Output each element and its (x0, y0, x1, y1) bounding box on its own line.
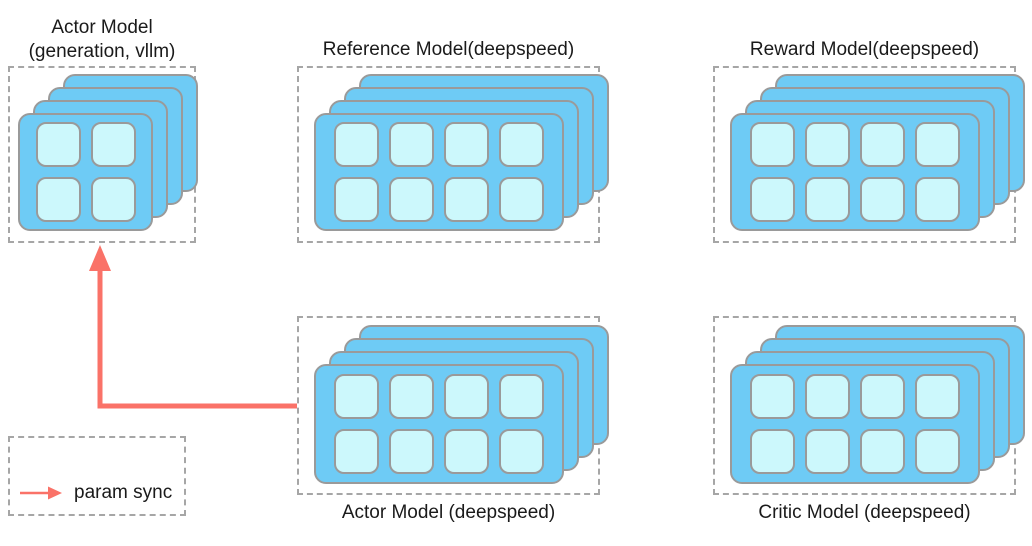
card-cell (35, 122, 81, 167)
card-layer-1 (730, 364, 980, 484)
group-label-reward-model: Reward Model(deepspeed) (750, 38, 979, 62)
card-cell (389, 374, 434, 419)
param-sync-arrow-line (97, 262, 297, 409)
card-cell (499, 177, 544, 222)
card-cell (750, 177, 795, 222)
card-cell (915, 374, 960, 419)
card-cell (35, 177, 81, 222)
card-cell (805, 177, 850, 222)
card-cell (805, 429, 850, 474)
card-cell (444, 122, 489, 167)
card-stack (18, 74, 198, 234)
card-stack (730, 325, 1025, 486)
card-cell (389, 429, 434, 474)
card-cell (860, 177, 905, 222)
card-cell (444, 429, 489, 474)
card-stack (314, 74, 609, 234)
legend-box: param sync (8, 436, 186, 516)
group-label-reference-model: Reference Model(deepspeed) (323, 38, 574, 62)
card-cell (805, 122, 850, 167)
card-cell-grid (732, 115, 978, 229)
card-cell-grid (20, 115, 151, 229)
card-cell-grid (732, 366, 978, 482)
group-label-line: Actor Model (51, 17, 153, 38)
param-sync-arrowhead-icon (89, 245, 111, 271)
card-cell-grid (316, 366, 562, 482)
card-cell (915, 177, 960, 222)
group-label-line: (generation, vllm) (28, 41, 176, 62)
card-cell (750, 429, 795, 474)
card-cell (444, 177, 489, 222)
group-label-critic-model: Critic Model (deepspeed) (758, 501, 970, 525)
group-reference-model[interactable]: Reference Model(deepspeed) (297, 39, 609, 243)
card-cell (915, 122, 960, 167)
card-layer-1 (314, 364, 564, 484)
card-cell (499, 429, 544, 474)
card-cell (444, 374, 489, 419)
legend-arrow-icon (20, 486, 62, 500)
card-cell (334, 374, 379, 419)
group-label-line: Reference Model(deepspeed) (322, 39, 575, 60)
card-cell (860, 374, 905, 419)
card-cell (499, 122, 544, 167)
card-cell (860, 429, 905, 474)
group-label-line: Critic Model (deepspeed) (758, 502, 971, 523)
card-stack (730, 74, 1025, 234)
card-cell (805, 374, 850, 419)
group-actor-deepspeed[interactable]: Actor Model (deepspeed) (297, 316, 609, 523)
card-cell (750, 122, 795, 167)
card-cell-grid (316, 115, 562, 229)
group-label-line: Actor Model (deepspeed) (341, 502, 556, 523)
card-stack (314, 325, 609, 486)
card-cell (389, 122, 434, 167)
card-cell (915, 429, 960, 474)
card-cell (750, 374, 795, 419)
group-label-line: Reward Model(deepspeed) (749, 39, 980, 60)
card-cell (334, 122, 379, 167)
card-cell (499, 374, 544, 419)
group-critic-model[interactable]: Critic Model (deepspeed) (713, 316, 1025, 523)
card-cell (334, 429, 379, 474)
card-cell (90, 177, 136, 222)
group-label-actor-deepspeed: Actor Model (deepspeed) (342, 501, 555, 525)
card-cell (334, 177, 379, 222)
card-layer-1 (18, 113, 153, 231)
group-actor-vllm[interactable]: Actor Model (generation, vllm) (8, 17, 198, 243)
card-cell (90, 122, 136, 167)
group-reward-model[interactable]: Reward Model(deepspeed) (713, 39, 1025, 243)
card-layer-1 (730, 113, 980, 231)
card-cell (389, 177, 434, 222)
legend-label-param-sync: param sync (74, 482, 173, 503)
card-cell (860, 122, 905, 167)
legend-item-param-sync: param sync (20, 482, 172, 504)
group-label-actor-vllm: Actor Model (generation, vllm) (29, 16, 176, 64)
card-layer-1 (314, 113, 564, 231)
